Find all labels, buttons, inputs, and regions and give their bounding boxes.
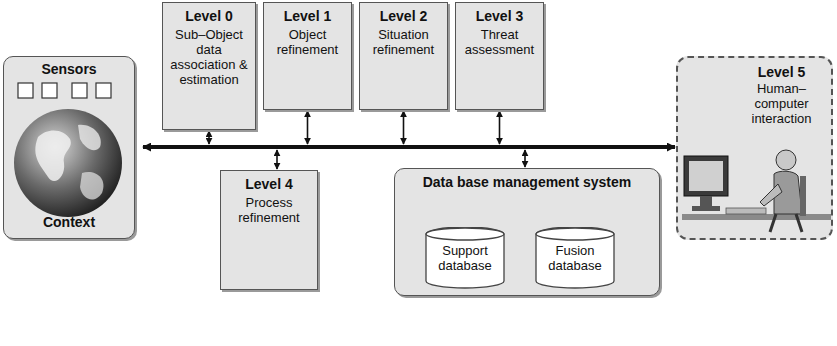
- level-heading: Level 0: [167, 8, 251, 25]
- level-box: Level 4 Process refinement: [220, 170, 318, 290]
- sensors-heading: Sensors: [8, 61, 130, 78]
- dbms-box: Data base management systemSupport datab…: [394, 168, 660, 296]
- bus-tap-arrow: [403, 111, 405, 144]
- database-cylinder: Fusion database: [535, 227, 615, 289]
- level-heading: Level 1: [268, 8, 347, 25]
- level-description: Threat assessment: [460, 27, 539, 57]
- level-box: Level 1 Object refinement: [263, 2, 352, 110]
- level-heading: Level 3: [460, 8, 539, 25]
- data-bus: [143, 145, 675, 149]
- database-label: Fusion database: [538, 243, 612, 273]
- level-description: Process refinement: [225, 195, 313, 225]
- bus-tap-arrow: [208, 131, 210, 144]
- level-heading: Level 5: [738, 64, 825, 81]
- level-description: Human–computer interaction: [738, 81, 825, 126]
- level-description: Sub–Object data association & estimation: [167, 27, 251, 87]
- context-label: Context: [8, 214, 130, 231]
- bus-tap-arrow: [276, 150, 278, 169]
- sensor-context-box: SensorsContext: [3, 56, 135, 239]
- database-label: Support database: [428, 243, 502, 273]
- level-heading: Level 2: [364, 8, 443, 25]
- bus-tap-arrow: [499, 111, 501, 144]
- bus-tap-arrow: [524, 150, 526, 167]
- hci-box: Level 5Human–computer interaction: [676, 56, 833, 240]
- level-description: Situation refinement: [364, 27, 443, 57]
- level-description: Object refinement: [268, 27, 347, 57]
- level-heading: Level 4: [225, 176, 313, 193]
- level-box: Level 0 Sub–Object data association & est…: [162, 2, 256, 130]
- level-box: Level 3 Threat assessment: [455, 2, 544, 110]
- database-cylinder: Support database: [425, 227, 505, 289]
- level-heading: Data base management system: [399, 174, 655, 191]
- person-at-computer: [678, 126, 831, 236]
- bus-tap-arrow: [307, 111, 309, 144]
- level-box: Level 2 Situation refinement: [359, 2, 448, 110]
